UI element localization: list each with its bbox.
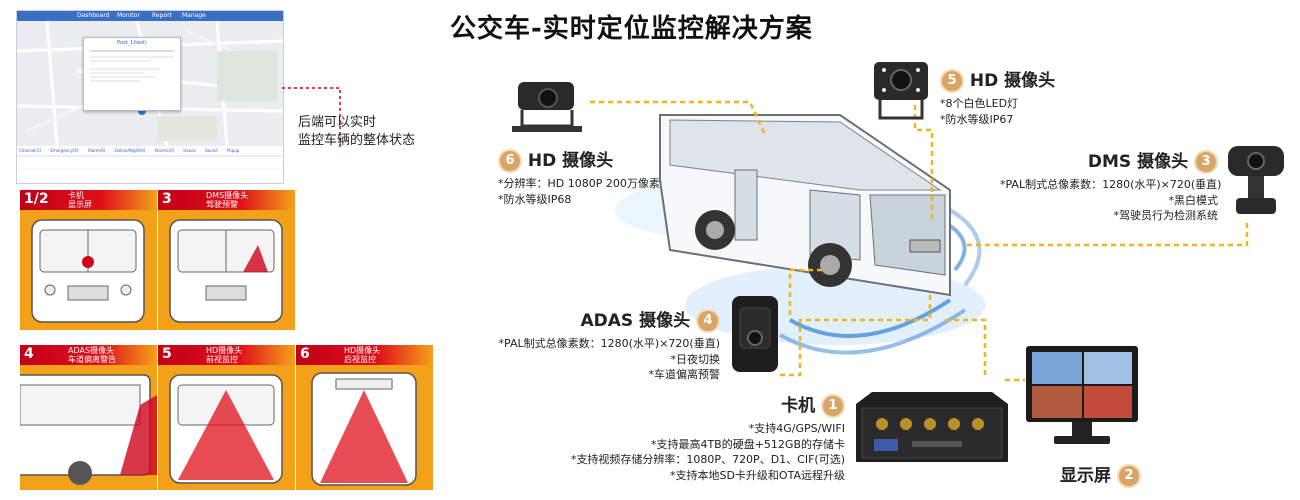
tile-text: HD摄像头 前视监控	[206, 346, 243, 364]
table-header-row: Channel(1) Emergency(0) Alarm(0) Online/…	[17, 148, 283, 153]
tile-number: 5	[162, 346, 172, 362]
dvr-spec-2: *支持最高4TB的硬盘+512GB的存储卡	[650, 437, 845, 451]
table-header-emergency: Emergency(0)	[50, 148, 79, 153]
table-header-issues: Issues	[183, 148, 196, 153]
camera-4-badge: 4	[696, 309, 720, 333]
tile-number: 1/2	[24, 191, 49, 207]
tab-monitor: Monitor	[117, 12, 140, 19]
tile-number: 6	[300, 346, 310, 362]
dvr-badge: 1	[821, 394, 845, 418]
tab-manage: Manage	[182, 12, 206, 19]
dvr-title: 卡机 1	[540, 391, 845, 418]
dvr-spec-1: *支持4G/GPS/WIFI	[748, 422, 845, 435]
camera-4-spec-1: *PAL制式总像素数：1280(水平)×720(垂直)	[498, 337, 720, 350]
adas-camera-icon	[732, 296, 778, 372]
dvr-spec-4: *支持本地SD卡升级和OTA远程升级	[669, 468, 845, 482]
monitoring-platform-screenshot: Dashboard Monitor Report Manage Post_1(t…	[16, 10, 284, 184]
camera-6-spec-1: *分辨率：HD 1080P 200万像素	[498, 177, 660, 190]
camera-4-spec-3: *车道偏离预警	[648, 368, 721, 381]
tile-adas: 4 ADAS摄像头 车道偏离警告	[20, 345, 157, 490]
camera-3-block: DMS 摄像头 3 *PAL制式总像素数：1280(水平)×720(垂直) *黑…	[1000, 147, 1222, 224]
platform-top-bar: Dashboard Monitor Report Manage	[17, 11, 283, 21]
camera-6-spec-2: *防水等级IP68	[498, 192, 572, 206]
caption-line-2: 监控车辆的整体状态	[298, 133, 416, 148]
bus-system-graphic	[590, 100, 1249, 382]
tile-text: 卡机 显示屏	[68, 191, 92, 209]
camera-6-label: HD 摄像头	[527, 151, 614, 171]
tab-dashboard: Dashboard	[77, 12, 110, 19]
camera-3-spec-2: *黑白模式	[1168, 193, 1219, 207]
table-header-popup: Popup	[226, 148, 240, 153]
camera-6-badge: 6	[498, 149, 522, 173]
vehicle-info-popup[interactable]: Post_1(test)	[83, 37, 181, 111]
hd-camera-rear-icon	[512, 82, 582, 132]
camera-4-label: ADAS 摄像头	[580, 311, 691, 331]
tile-dvr-monitor: 1/2 卡机 显示屏	[20, 190, 157, 330]
popup-title: Post_1(test)	[117, 40, 147, 46]
camera-4-title: ADAS 摄像头 4	[488, 306, 720, 333]
tile-number: 3	[162, 191, 172, 207]
camera-3-spec-3: *驾驶员行为检测系统	[1113, 209, 1219, 222]
table-header-online: Online/Night(0)	[114, 148, 146, 153]
camera-6-title: 6 HD 摄像头	[498, 146, 660, 173]
camera-3-title: DMS 摄像头 3	[1000, 147, 1218, 174]
camera-5-badge: 5	[940, 69, 964, 93]
monitor-label: 显示屏	[1060, 466, 1111, 486]
bus-front-illustration	[169, 219, 283, 323]
page-title: 公交车-实时定位监控解决方案	[450, 14, 813, 44]
tile-text: DMS摄像头 驾驶预警	[206, 191, 249, 209]
table-header-channel: Channel(1)	[19, 148, 42, 153]
dvr-label: 卡机	[781, 396, 816, 416]
camera-3-badge: 3	[1194, 150, 1218, 174]
monitor-display-icon	[1026, 346, 1138, 444]
platform-caption: 后端可以实时 监控车辆的整体状态	[298, 114, 415, 150]
bus-front-illustration	[31, 219, 145, 323]
camera-4-spec-2: *日夜切换	[670, 352, 721, 366]
dms-camera-icon	[1228, 146, 1284, 214]
caption-connector	[282, 87, 341, 150]
tile-text: ADAS摄像头 车道偏离警告	[68, 346, 116, 364]
monitor-block: 显示屏 2	[1060, 461, 1141, 488]
bus-side-illustration	[20, 374, 157, 485]
tile-number: 4	[24, 346, 34, 362]
table-header-alarms: Alarms(0)	[154, 148, 175, 153]
table-header-alarm: Alarm(0)	[87, 148, 106, 153]
tile-rear-hd: 6 HD摄像头 后视监控	[296, 345, 433, 490]
tab-report: Report	[152, 12, 172, 19]
camera-3-spec-1: *PAL制式总像素数：1280(水平)×720(垂直)	[1000, 178, 1222, 191]
tile-front-hd: 5 HD摄像头 前视监控	[158, 345, 295, 490]
caption-line-1: 后端可以实时	[298, 115, 377, 130]
tile-dms: 3 DMS摄像头 驾驶预警	[158, 190, 295, 330]
tile-text: HD摄像头 后视监控	[344, 346, 381, 364]
camera-5-block: 5 HD 摄像头 *8个白色LED灯 *防水等级IP67	[940, 66, 1055, 127]
dvr-spec-3: *支持视频存储分辨率：1080P、720P、D1、CIF(可选)	[570, 453, 845, 466]
bus-front-illustration	[169, 374, 283, 484]
camera-4-block: ADAS 摄像头 4 *PAL制式总像素数：1280(水平)×720(垂直) *…	[488, 306, 720, 383]
camera-3-label: DMS 摄像头	[1087, 152, 1189, 172]
table-header-sound: Sound	[205, 148, 218, 153]
monitor-badge: 2	[1116, 464, 1141, 488]
bus-rear-illustration	[311, 372, 417, 486]
dvr-block: 卡机 1 *支持4G/GPS/WIFI *支持最高4TB的硬盘+512GB的存储…	[540, 391, 845, 483]
camera-5-label: HD 摄像头	[969, 71, 1056, 91]
camera-5-title: 5 HD 摄像头	[940, 66, 1055, 93]
mdvr-device-icon	[856, 392, 1008, 462]
hd-camera-front-icon	[874, 62, 928, 120]
camera-5-spec-2: *防水等级IP67	[940, 112, 1014, 126]
camera-6-block: 6 HD 摄像头 *分辨率：HD 1080P 200万像素 *防水等级IP68	[498, 146, 660, 207]
camera-5-spec-1: *8个白色LED灯	[940, 97, 1019, 110]
